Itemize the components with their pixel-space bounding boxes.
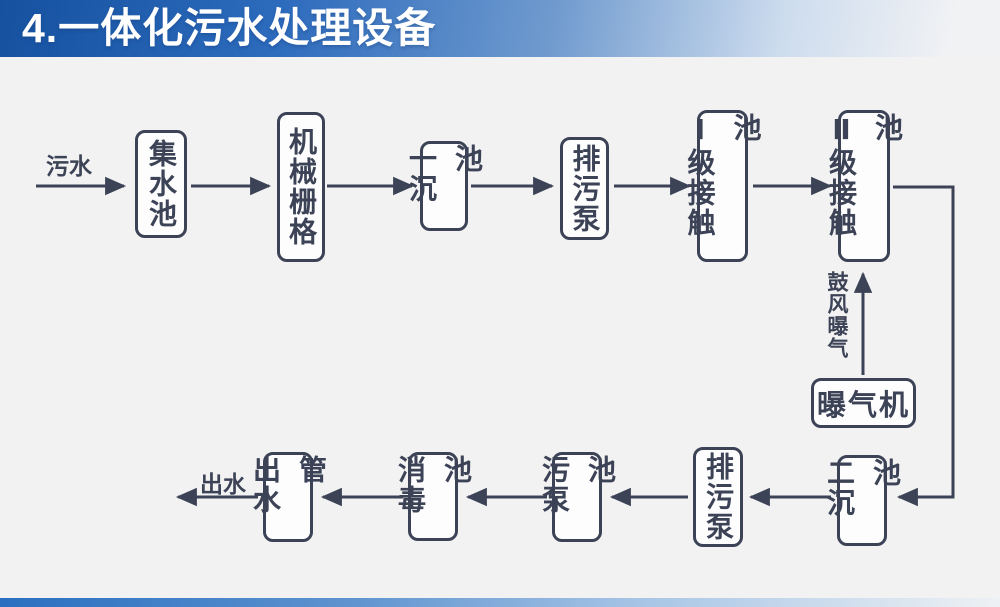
node-collection-tank: 集水池 bbox=[135, 130, 187, 238]
arrow-stage2-to-secondary bbox=[893, 185, 955, 507]
outflow-label: 出水 bbox=[200, 471, 246, 497]
node-sewage-pump-top: 排污泵 bbox=[560, 137, 609, 240]
node-mechanical-screen: 机械栅格 bbox=[277, 112, 325, 262]
page-title: 4.一体化污水处理设备 bbox=[22, 5, 437, 51]
slide-header: 4.一体化污水处理设备 bbox=[0, 0, 1000, 57]
node-secondary-sedimentation-tank: 二沉池 bbox=[824, 455, 901, 546]
node-primary-sedimentation-tank: 一沉池 bbox=[406, 141, 483, 231]
node-stage2-contact-tank: Ⅱ级接触池 bbox=[826, 110, 903, 262]
inflow-label: 污水 bbox=[46, 153, 92, 179]
node-sewage-pump-bottom: 排污泵 bbox=[693, 447, 743, 547]
aeration-label: 鼓风曝气 bbox=[825, 271, 848, 359]
node-sludge-pump-tank: 污泵池 bbox=[539, 452, 616, 542]
node-outlet-pipe: 出水管 bbox=[250, 452, 327, 542]
node-aerator: 曝气机 bbox=[811, 378, 916, 428]
node-disinfection-tank: 消毒池 bbox=[395, 452, 472, 541]
footer-accent-bar bbox=[0, 598, 1000, 607]
node-stage1-contact-tank: Ⅰ级接触池 bbox=[685, 110, 762, 262]
